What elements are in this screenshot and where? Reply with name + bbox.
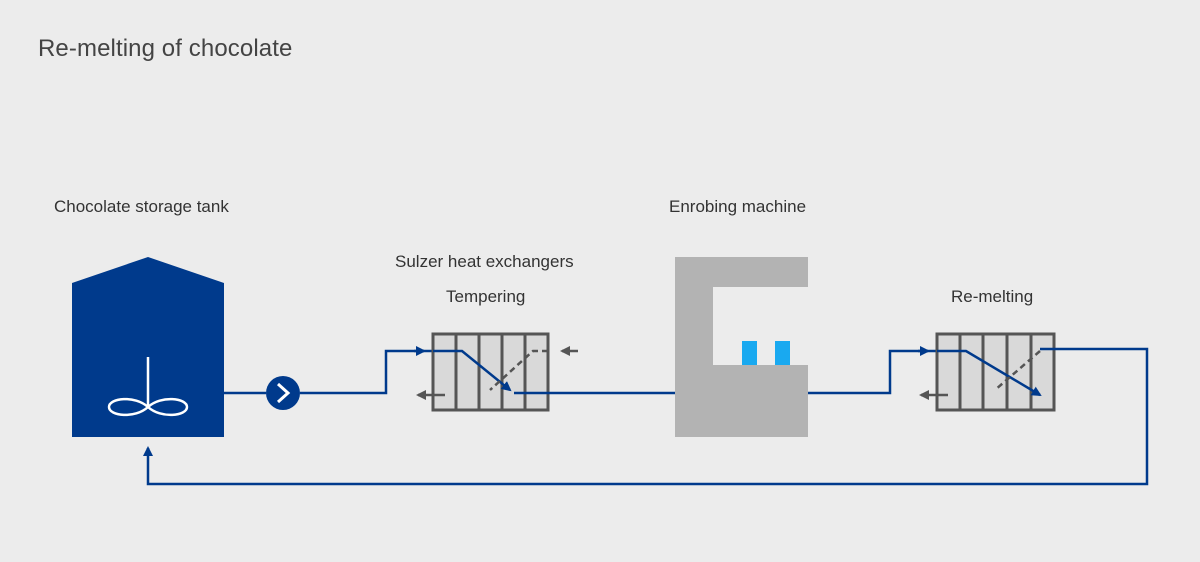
- return-pipe: [808, 349, 937, 395]
- storage-tank-label: Chocolate storage tank: [54, 197, 229, 216]
- pump-icon: [266, 376, 300, 410]
- storage-tank: [72, 257, 224, 437]
- recirculation-pipe: [143, 347, 1149, 486]
- supply-pipe: [224, 349, 433, 395]
- enrobing-machine: [675, 257, 808, 437]
- diagram-title: Re-melting of chocolate: [38, 35, 293, 62]
- tempering-heat-exchanger: [416, 332, 578, 412]
- re-melting-heat-exchanger: [919, 332, 1056, 412]
- agitator-icon: [107, 357, 189, 417]
- re-melting-label: Re-melting: [951, 287, 1034, 306]
- heat-exchangers-label: Sulzer heat exchangers: [395, 252, 574, 271]
- product-piece: [742, 341, 757, 365]
- enrobing-machine-label: Enrobing machine: [669, 197, 807, 216]
- product-piece: [775, 341, 790, 365]
- tempering-label: Tempering: [446, 287, 526, 306]
